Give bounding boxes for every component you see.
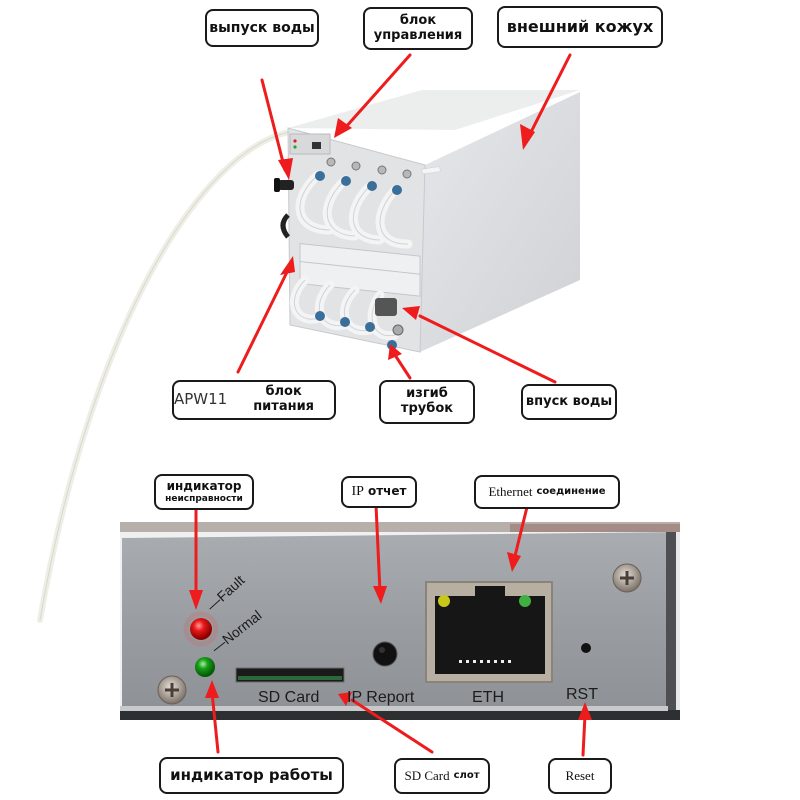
lower-manifold (299, 260, 421, 297)
casing-top (288, 90, 580, 130)
callout-ethernet: Ethernet соединение (474, 475, 620, 509)
callout-ethernet-prefix: Ethernet (488, 483, 533, 499)
callout-psu: APW11 блок питания (172, 380, 336, 420)
callout-water-inlet-text: впуск воды (525, 393, 613, 409)
callout-reset-text: Reset (565, 767, 595, 783)
callout-water-outlet-text: выпуск воды (209, 19, 315, 36)
eth-led-yellow (438, 595, 450, 607)
lower-fittings (315, 298, 404, 350)
normal-led (195, 657, 215, 677)
callout-ip-report-prefix: IP (351, 483, 364, 499)
callout-ip-report: IP отчет (341, 476, 417, 508)
fault-led (190, 618, 212, 640)
callout-fault-indicator-line2: неисправности (165, 493, 243, 504)
callout-tube-bend-line1: изгиб (406, 386, 448, 402)
panel-label-eth: ETH (472, 689, 504, 706)
callout-fault-indicator: индикатор неисправности (154, 474, 254, 510)
callout-sd-card-prefix: SD Card (404, 767, 450, 783)
callout-ip-report-suffix: отчет (367, 484, 407, 499)
screw-top-right (612, 563, 642, 593)
callout-sd-card-suffix: слот (453, 770, 480, 782)
callout-psu-label: блок питания (253, 384, 315, 414)
callout-reset: Reset (548, 758, 612, 794)
callout-work-indicator-text: индикатор работы (170, 765, 333, 784)
annotation-arrows (189, 53, 592, 757)
callout-tube-bend: изгиб трубок (379, 380, 475, 424)
callout-control-unit-line2: управления (373, 27, 463, 43)
callout-psu-model: APW11 (174, 390, 228, 409)
callout-control-unit: блок управления (363, 7, 473, 50)
screw-bottom-left (157, 675, 187, 705)
callout-control-unit-line1: блок (399, 12, 437, 28)
upper-tubes-outline (299, 174, 409, 245)
callout-water-inlet: впуск воды (521, 384, 617, 420)
callout-outer-casing: внешний кожух (497, 6, 663, 48)
eth-led-green (519, 595, 531, 607)
eth-pins (459, 660, 511, 663)
callout-work-indicator: индикатор работы (159, 757, 344, 794)
callout-ethernet-suffix: соединение (536, 486, 606, 498)
callout-sd-card: SD Card слот (394, 758, 490, 794)
ip-report-button (372, 641, 398, 667)
reset-pinhole (581, 643, 591, 653)
casing-side (420, 92, 580, 352)
water-outlet-valve (274, 178, 294, 239)
mini-control-panel (289, 133, 331, 155)
panel-label-sd-card: SD Card (258, 689, 320, 706)
callout-water-outlet: выпуск воды (205, 9, 319, 47)
panel-label-ip-report: IP Report (347, 689, 415, 706)
callout-fault-indicator-line1: индикатор (166, 478, 242, 493)
upper-fittings (315, 157, 412, 195)
callout-tube-bend-line2: трубок (400, 401, 454, 416)
panel-label-rst: RST (566, 686, 598, 703)
callout-outer-casing-text: внешний кожух (506, 16, 654, 36)
